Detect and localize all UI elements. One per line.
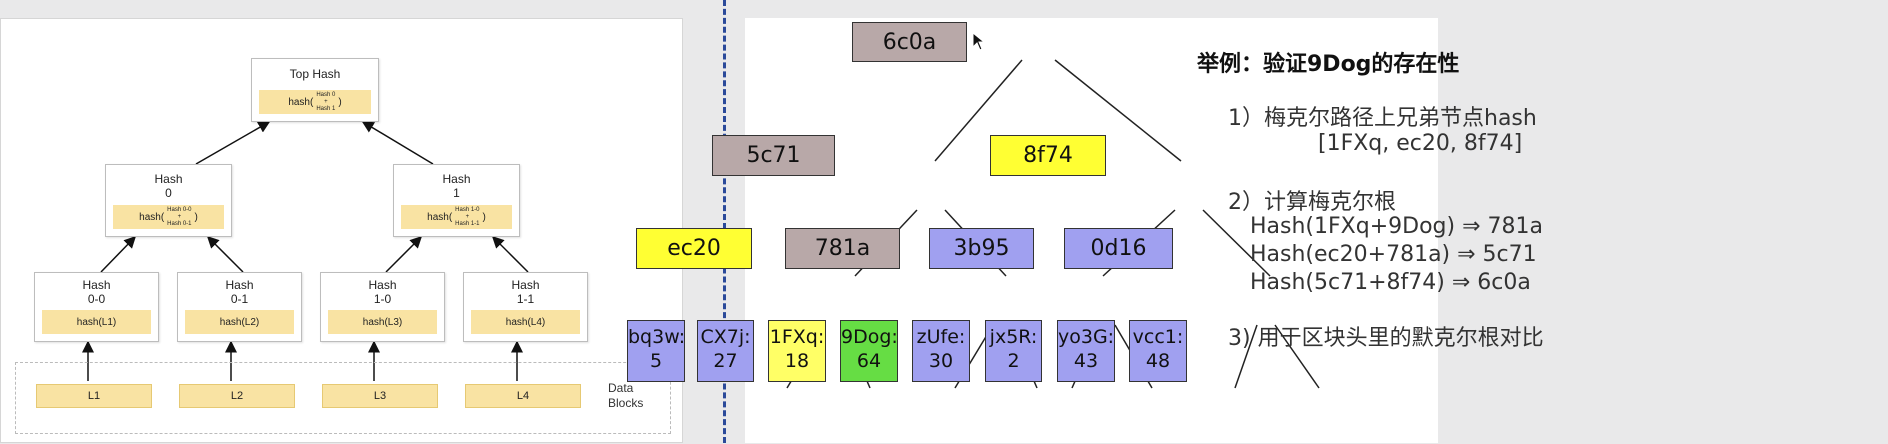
leaf-9dog: 9Dog:64 xyxy=(840,320,898,382)
leaf-vcc1: vcc1:48 xyxy=(1129,320,1187,382)
hash-0-node: Hash 0 hash( Hash 0-0+Hash 0-1 ) xyxy=(105,164,232,237)
mouse-cursor-icon xyxy=(972,32,986,51)
edge-hash10-hash1 xyxy=(385,235,423,273)
node-ec20: ec20 xyxy=(636,228,752,269)
leaf-bq3w: bq3w:5 xyxy=(627,320,685,382)
left-tree-edges xyxy=(82,121,529,381)
step-2-text: 2）计算梅克尔根 xyxy=(1228,190,1396,215)
hash-1-0-node: Hash 1-0 hash(L3) xyxy=(320,272,445,342)
node-3b95: 3b95 xyxy=(929,228,1034,269)
data-blocks-area xyxy=(15,362,671,434)
step-2-line-a: Hash(1FXq+9Dog) ⇒ 781a xyxy=(1250,214,1543,239)
edge-8f74-0d16 xyxy=(1202,209,1271,277)
top-hash-node: Top Hash hash( Hash 0+Hash 1 ) xyxy=(251,58,379,122)
leaf-cx7j: CX7j:27 xyxy=(697,320,754,382)
hash-1-1-node: Hash 1-1 hash(L4) xyxy=(463,272,588,342)
edge-hash00-hash0 xyxy=(100,235,137,273)
root-node-6c0a: 6c0a xyxy=(852,22,967,62)
edge-hash11-hash1 xyxy=(491,235,529,273)
edge-root-5c71 xyxy=(934,59,1023,162)
edge-0d16-yo3g xyxy=(1234,324,1258,389)
step-1-text: 1）梅克尔路径上兄弟节点hash xyxy=(1228,106,1537,131)
hash-0-0-node: Hash 0-0 hash(L1) xyxy=(34,272,159,342)
hash-0-formula: hash( Hash 0-0+Hash 0-1 ) xyxy=(113,205,224,229)
data-block-l1: L1 xyxy=(36,384,152,408)
node-781a: 781a xyxy=(785,228,900,269)
leaf-1fxq: 1FXq:18 xyxy=(768,320,826,382)
edge-root-8f74 xyxy=(1054,59,1182,162)
step-2-line-c: Hash(5c71+8f74) ⇒ 6c0a xyxy=(1250,270,1531,295)
leaf-yo3g: yo3G:43 xyxy=(1057,320,1115,382)
node-0d16: 0d16 xyxy=(1064,228,1173,269)
top-hash-label: Top Hash xyxy=(289,67,341,81)
edge-hash01-hash0 xyxy=(206,235,244,273)
data-blocks-label: Data Blocks xyxy=(608,381,644,410)
data-block-l3: L3 xyxy=(322,384,438,408)
merkle-tree-diagram-panel: Top Hash hash( Hash 0+Hash 1 ) Hash 0 ha… xyxy=(0,18,683,443)
step-1-list: [1FXq, ec20, 8f74] xyxy=(1318,131,1523,156)
data-block-l2: L2 xyxy=(179,384,295,408)
step-3-text: 3) 用于区块头里的默克尔根对比 xyxy=(1228,326,1544,351)
leaf-jx5r: jx5R:2 xyxy=(985,320,1042,382)
node-5c71: 5c71 xyxy=(712,135,835,176)
edge-hash1-top xyxy=(361,121,434,165)
data-block-l4: L4 xyxy=(465,384,581,408)
edge-hash0-top xyxy=(195,121,271,165)
hash-1-node: Hash 1 hash( Hash 1-0+Hash 1-1 ) xyxy=(393,164,520,237)
step-2-line-b: Hash(ec20+781a) ⇒ 5c71 xyxy=(1250,242,1537,267)
node-8f74: 8f74 xyxy=(990,135,1106,176)
hash-0-1-node: Hash 0-1 hash(L2) xyxy=(177,272,302,342)
top-hash-formula: hash( Hash 0+Hash 1 ) xyxy=(259,90,371,114)
vertical-divider xyxy=(723,0,726,443)
leaf-zufe: zUfe:30 xyxy=(912,320,970,382)
edge-0d16-vcc1 xyxy=(1274,324,1320,389)
example-title: 举例：验证9Dog的存在性 xyxy=(1197,52,1460,77)
hash-1-formula: hash( Hash 1-0+Hash 1-1 ) xyxy=(401,205,512,229)
